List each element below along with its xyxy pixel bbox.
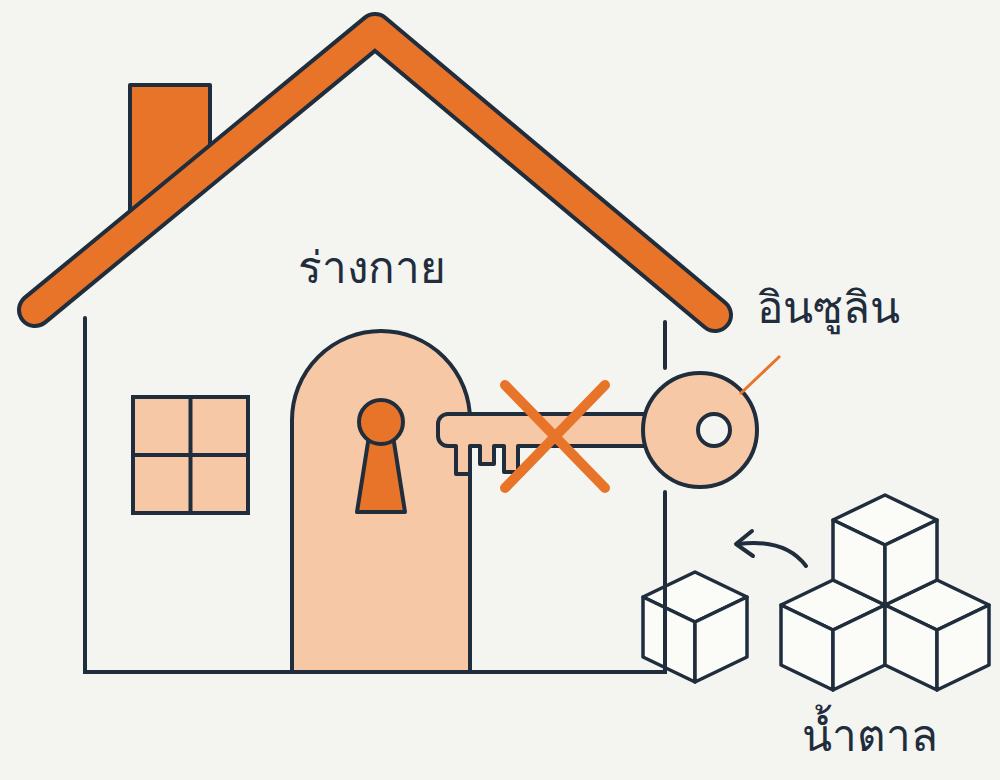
house-outline — [0, 0, 740, 690]
keyhole — [357, 436, 405, 512]
key-hole — [698, 414, 730, 446]
house-wall — [85, 318, 665, 672]
house-door — [292, 331, 470, 672]
cube-face — [937, 605, 989, 690]
cube-face — [643, 597, 695, 682]
leader-line — [740, 356, 780, 394]
roof — [35, 30, 715, 315]
node-label: ร่างกาย — [298, 240, 446, 295]
cube-face — [833, 605, 885, 690]
cube-face — [781, 605, 833, 690]
roof-outline — [35, 30, 715, 315]
sugar-cube — [833, 495, 937, 605]
cube-face — [833, 520, 885, 605]
window-bar — [133, 453, 248, 457]
house-node: ร่างกาย — [0, 0, 740, 690]
keyhole — [359, 400, 403, 444]
cube-face — [885, 520, 937, 605]
text-label: น้ำตาล — [802, 708, 938, 763]
cube-face — [695, 597, 747, 682]
cross-mark — [505, 385, 605, 488]
cross-mark — [505, 385, 605, 488]
sugar-cube — [643, 572, 747, 682]
text-label: อินซูลิน — [757, 280, 900, 335]
key-bow — [643, 373, 757, 487]
house-window — [133, 397, 248, 513]
sugar-cubes — [643, 495, 989, 690]
cube-face — [885, 605, 937, 690]
arrow-head — [736, 531, 753, 556]
